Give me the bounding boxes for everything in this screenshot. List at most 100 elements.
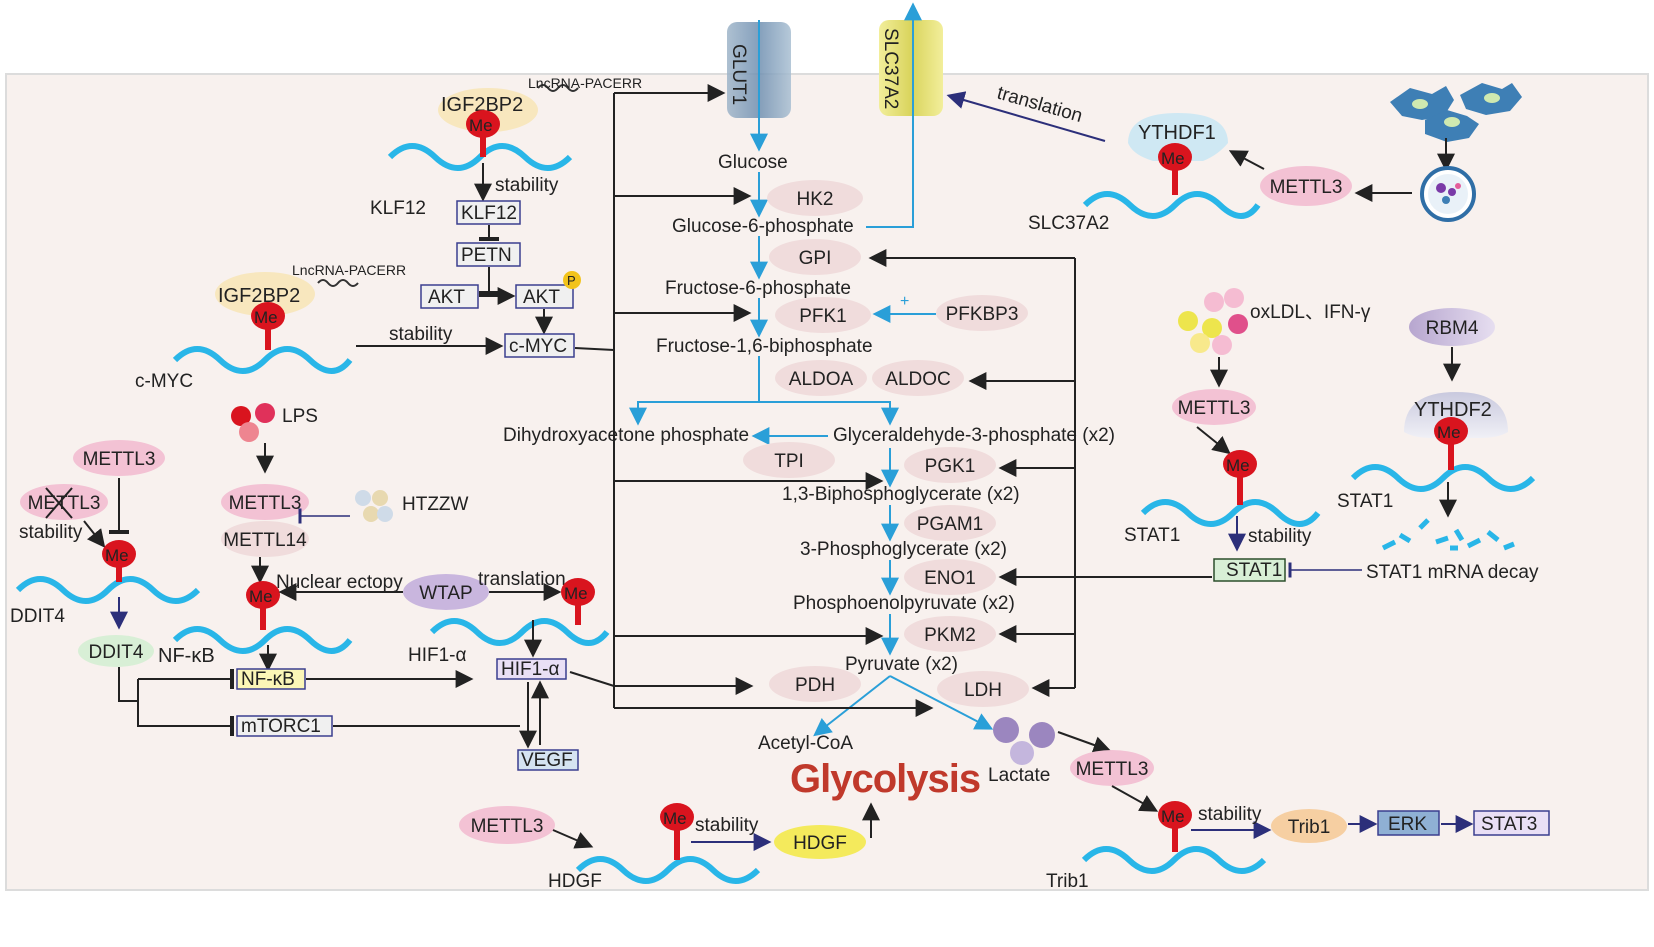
svg-text:ERK: ERK bbox=[1388, 814, 1427, 835]
svg-text:P: P bbox=[567, 273, 576, 288]
svg-text:METTL3: METTL3 bbox=[83, 449, 156, 470]
svg-text:METTL3: METTL3 bbox=[471, 816, 544, 837]
svg-text:Me: Me bbox=[564, 584, 588, 603]
nfkb-mrna-strand bbox=[172, 626, 353, 654]
enzyme-tpi: TPI bbox=[743, 442, 835, 478]
stat1-decay-label: STAT1 mRNA decay bbox=[1366, 562, 1539, 583]
svg-text:PFKBP3: PFKBP3 bbox=[946, 304, 1019, 325]
metabolite-glucose: Glucose bbox=[718, 152, 788, 173]
svg-text:ALDOC: ALDOC bbox=[885, 369, 950, 390]
enzyme-pkm2: PKM2 bbox=[904, 616, 996, 652]
svg-text:WTAP: WTAP bbox=[419, 583, 472, 604]
macrophage-cells-icon bbox=[1390, 83, 1522, 142]
enzyme-pfkbp3: PFKBP3 bbox=[936, 295, 1028, 331]
metabolite-3pg: 3-Phosphoglycerate (x2) bbox=[800, 539, 1007, 560]
metabolites: Glucose Glucose-6-phosphate Fructose-6-p… bbox=[503, 152, 1115, 786]
ddit4-writer-mettl3 bbox=[73, 440, 165, 476]
metabolite-13bpg: 1,3-Biphosphoglycerate (x2) bbox=[782, 484, 1020, 505]
stat1-stability-label: stability bbox=[1248, 526, 1312, 547]
svg-text:YTHDF2: YTHDF2 bbox=[1414, 399, 1492, 421]
stat3-box bbox=[1473, 810, 1550, 836]
left-regulation-bus bbox=[569, 84, 934, 717]
stat1-box bbox=[1213, 558, 1286, 582]
svg-text:Me: Me bbox=[663, 809, 687, 828]
stat1-axis: oxLDL、IFN-γ METTL3 Me STAT1 stability ST… bbox=[1124, 288, 1539, 583]
cmyc-mrna-strand bbox=[172, 346, 353, 374]
svg-text:Me: Me bbox=[254, 308, 278, 327]
mtorc1-box bbox=[236, 715, 333, 737]
stat1-writer-mettl3 bbox=[1172, 389, 1256, 425]
enzyme-pfk1: PFK1 bbox=[775, 297, 871, 333]
cmyc-mrna-label: c-MYC bbox=[135, 371, 193, 392]
oxldl-ifn-label: oxLDL、IFN-γ bbox=[1250, 302, 1371, 323]
ddit4-stability-label: stability bbox=[19, 522, 83, 543]
svg-text:PDH: PDH bbox=[795, 675, 835, 696]
enzymes: HK2 GPI PFK1 PFKBP3 ALDOA ALDOC TPI PGK1… bbox=[743, 180, 1029, 707]
petn-box bbox=[456, 242, 521, 267]
svg-text:METTL3: METTL3 bbox=[1076, 759, 1149, 780]
svg-text:STAT3: STAT3 bbox=[1481, 814, 1537, 835]
cmyc-stability-label: stability bbox=[389, 324, 453, 345]
svg-text:LDH: LDH bbox=[964, 680, 1002, 701]
nfkb-axis: LPS METTL3 METTL14 HTZZW Me NF-κB Nuclea… bbox=[158, 403, 520, 737]
svg-text:STAT1: STAT1 bbox=[1226, 560, 1282, 581]
svg-text:METTL14: METTL14 bbox=[223, 530, 307, 551]
lactate-molecules-icon bbox=[993, 717, 1055, 765]
enzyme-pdh: PDH bbox=[769, 666, 861, 702]
pfkbp3-plus-sign: + bbox=[900, 293, 909, 310]
metabolite-g6p: Glucose-6-phosphate bbox=[672, 216, 854, 237]
enzyme-gpi: GPI bbox=[769, 239, 861, 275]
hdgf-protein bbox=[774, 825, 866, 859]
metabolite-acetyl-coa: Acetyl-CoA bbox=[758, 733, 853, 754]
nuclear-ectopy-label: Nuclear ectopy bbox=[276, 572, 403, 593]
enzyme-aldoa: ALDOA bbox=[775, 360, 867, 396]
enzyme-ldh: LDH bbox=[937, 671, 1029, 707]
htzzw-label: HTZZW bbox=[402, 494, 469, 515]
slc37a2-mrna-label: SLC37A2 bbox=[1028, 213, 1109, 234]
svg-text:YTHDF1: YTHDF1 bbox=[1138, 122, 1216, 144]
akt-phospho-box bbox=[515, 284, 574, 309]
ythdf2-reader bbox=[1404, 392, 1508, 438]
enzyme-eno1: ENO1 bbox=[904, 559, 996, 595]
slc37a2-transporter: SLC37A2 bbox=[879, 8, 943, 116]
hdgf-writer-mettl3 bbox=[459, 806, 555, 844]
trib1-writer-mettl3 bbox=[1070, 750, 1154, 786]
trib1-mrna-strand bbox=[1081, 846, 1267, 874]
svg-text:Me: Me bbox=[105, 546, 129, 565]
stat1-mrna-label: STAT1 bbox=[1124, 525, 1180, 546]
svg-text:ENO1: ENO1 bbox=[924, 568, 976, 589]
svg-text:KLF12: KLF12 bbox=[461, 203, 517, 224]
enzyme-pgam1: PGAM1 bbox=[904, 505, 996, 541]
svg-text:PGK1: PGK1 bbox=[925, 456, 976, 477]
metabolite-pep: Phosphoenolpyruvate (x2) bbox=[793, 593, 1015, 614]
slc37a2-mrna-strand bbox=[1082, 191, 1261, 219]
svg-text:Me: Me bbox=[1161, 149, 1185, 168]
slc37a2-axis: YTHDF1 Me SLC37A2 translation METTL3 bbox=[946, 83, 1522, 234]
lps-label: LPS bbox=[282, 406, 318, 427]
phospho-marker bbox=[563, 271, 581, 289]
slc37a2-writer-mettl3 bbox=[1260, 166, 1352, 206]
svg-text:Me: Me bbox=[249, 587, 273, 606]
svg-text:PETN: PETN bbox=[461, 245, 512, 266]
ddit4-mettl3-knockout bbox=[20, 484, 108, 520]
svg-text:PKM2: PKM2 bbox=[924, 625, 976, 646]
trib1-axis: METTL3 Me Trib1 stability Trib1 ERK STAT… bbox=[993, 717, 1550, 892]
svg-text:TPI: TPI bbox=[774, 451, 804, 472]
stat1-mrna-strand-2 bbox=[1350, 464, 1536, 492]
hif1-axis: WTAP translation Me HIF1-α HIF1-α VEGF bbox=[278, 569, 610, 771]
svg-text:METTL3: METTL3 bbox=[1270, 177, 1343, 198]
svg-text:PFK1: PFK1 bbox=[799, 306, 847, 327]
oxldl-ifn-icon bbox=[1178, 288, 1248, 355]
svg-text:Trib1: Trib1 bbox=[1288, 817, 1331, 838]
svg-text:mTORC1: mTORC1 bbox=[241, 716, 321, 737]
metabolite-dhap: Dihydroxyacetone phosphate bbox=[503, 425, 749, 446]
slc37a2-label: SLC37A2 bbox=[880, 28, 901, 109]
svg-text:Me: Me bbox=[1226, 456, 1250, 475]
svg-text:ALDOA: ALDOA bbox=[789, 369, 854, 390]
nfkb-writer-mettl3 bbox=[221, 484, 309, 520]
cmyc-axis: IGF2BP2 LncRNA-PACERR Me c-MYC stability… bbox=[135, 262, 575, 392]
slc37a2-me-marker bbox=[1158, 143, 1192, 171]
htzzw-icon bbox=[355, 490, 393, 522]
mrna-decay-fragments-icon bbox=[1381, 518, 1515, 551]
